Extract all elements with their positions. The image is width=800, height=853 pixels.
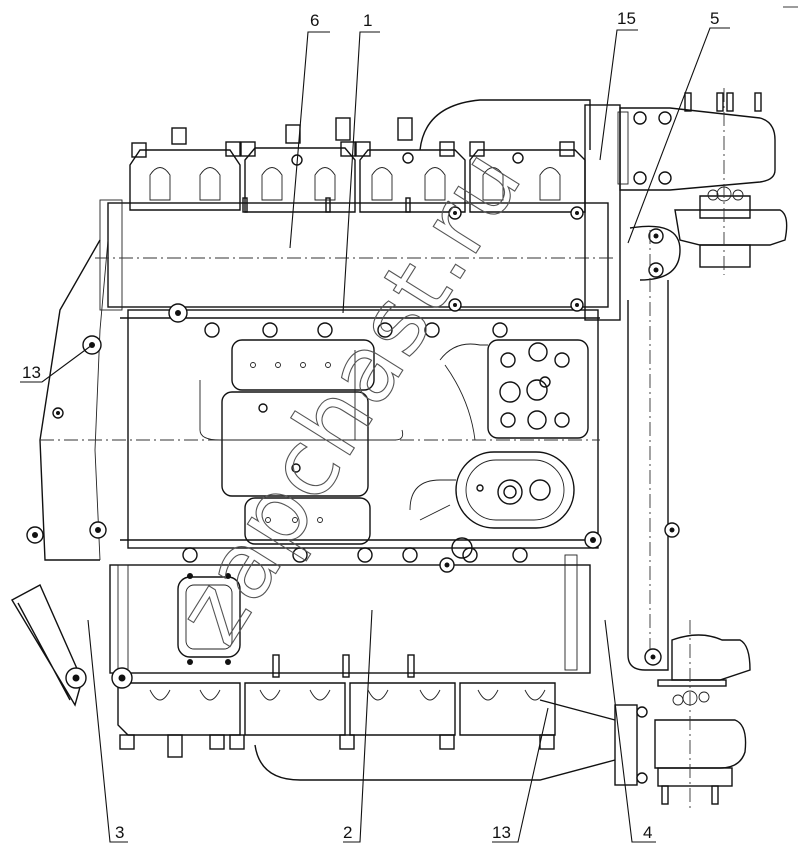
svg-text:5: 5: [710, 9, 719, 28]
lower-turbocharger: [614, 620, 751, 810]
callout-2: 2: [343, 609, 373, 843]
callout-5: 5: [627, 9, 730, 244]
svg-text:1: 1: [363, 11, 372, 30]
lower-cylinder-heads: [117, 682, 556, 758]
pivot-points: [26, 206, 680, 689]
callout-3: 3: [87, 619, 128, 843]
upper-cylinder-heads: [129, 117, 586, 213]
lower-exhaust-pipe: [254, 699, 616, 781]
svg-text:2: 2: [343, 823, 352, 842]
callout-4: 4: [604, 619, 656, 843]
svg-text:3: 3: [115, 823, 124, 842]
upper-turbocharger: [584, 88, 788, 321]
oil-pump: [409, 451, 575, 559]
vertical-exhaust-pipe: [627, 280, 669, 671]
callout-1: 1: [342, 11, 380, 314]
callout-15: 15: [599, 9, 638, 161]
svg-text:4: 4: [643, 823, 652, 842]
callout-13-left: 13: [20, 344, 93, 383]
block-bolts: [182, 322, 528, 563]
svg-text:6: 6: [310, 11, 319, 30]
upper-exhaust-pipe: [419, 99, 591, 151]
svg-text:13: 13: [492, 823, 511, 842]
svg-text:13: 13: [22, 363, 41, 382]
callout-6: 6: [289, 11, 330, 249]
oil-filter-block: [439, 339, 589, 441]
callout-13-bottom: 13: [492, 707, 549, 843]
fuel-filter-housing: [199, 339, 404, 545]
intake-manifold-upper: [95, 199, 615, 311]
intake-manifold-lower: [109, 554, 591, 678]
svg-text:15: 15: [617, 9, 636, 28]
